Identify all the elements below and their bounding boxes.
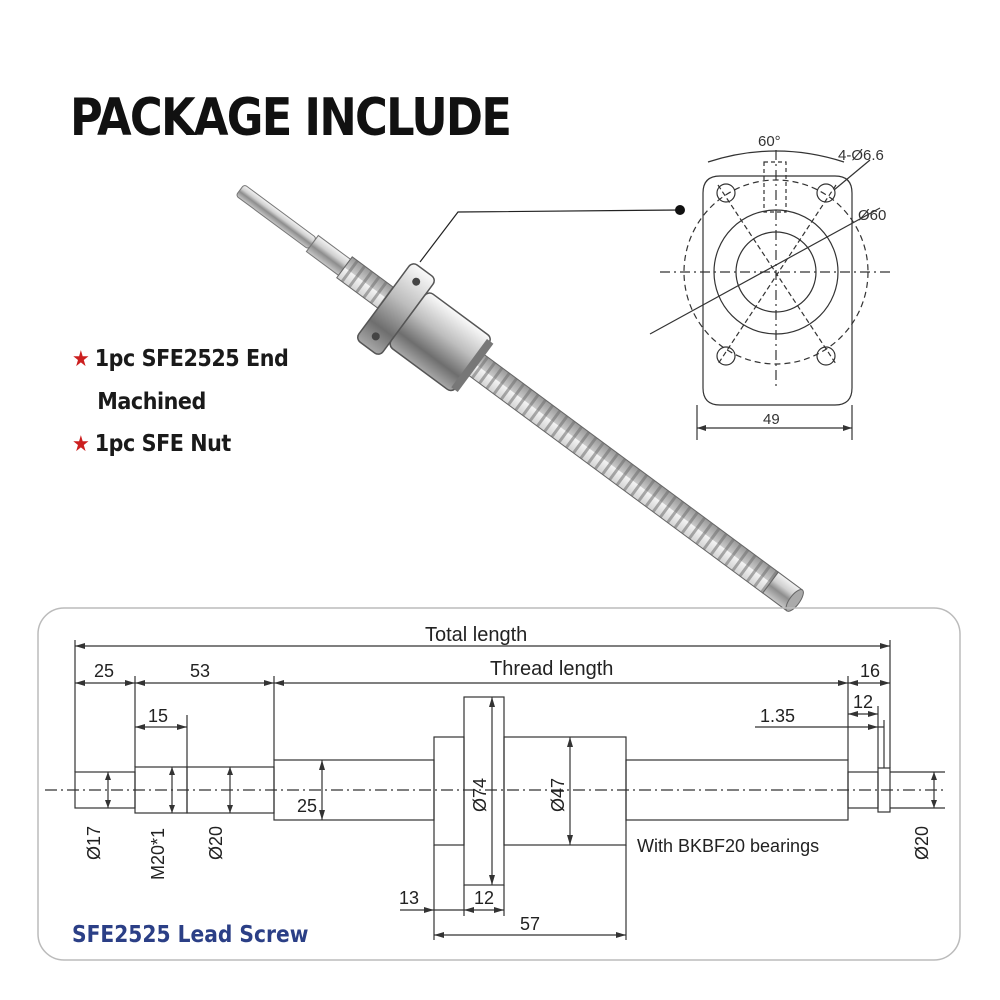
package-item-text-cont: Machined xyxy=(97,389,206,415)
bearing-note: With BKBF20 bearings xyxy=(637,836,819,856)
package-item-text: 1pc SFE2525 End xyxy=(94,346,289,372)
dim-15-label: 15 xyxy=(148,706,168,726)
dim-16-label: 16 xyxy=(860,661,880,681)
dim-d20-left-label: Ø20 xyxy=(206,826,226,860)
dim-12-bottom-label: 12 xyxy=(474,888,494,908)
page-title: PACKAGE INCLUDE xyxy=(70,88,512,148)
package-item-nut: ★1pc SFE Nut xyxy=(72,423,324,466)
star-icon: ★ xyxy=(72,347,90,372)
flange-pcd-label: Ø60 xyxy=(858,207,886,224)
dim-m20-label: M20*1 xyxy=(148,828,168,880)
dim-d17-label: Ø17 xyxy=(84,826,104,860)
ball-nut xyxy=(357,263,494,393)
dim-13-label: 13 xyxy=(399,888,419,908)
dim-25-dia-label: 25 xyxy=(297,796,317,816)
dim-25-label: 25 xyxy=(94,661,114,681)
package-item-text: 1pc SFE Nut xyxy=(94,431,232,457)
star-icon: ★ xyxy=(72,432,90,457)
dim-57-label: 57 xyxy=(520,914,540,934)
flange-angle-label: 60° xyxy=(758,133,781,150)
package-list: ★1pc SFE2525 End Machined ★1pc SFE Nut xyxy=(72,338,352,466)
thread-length-label: Thread length xyxy=(490,658,613,680)
flange-width-label: 49 xyxy=(763,411,780,428)
dim-1-35-label: 1.35 xyxy=(760,706,795,726)
dim-53-label: 53 xyxy=(190,661,210,681)
ball-screw-illustration xyxy=(236,185,804,612)
dim-d20-right-label: Ø20 xyxy=(912,826,932,860)
dim-d47-label: Ø47 xyxy=(548,778,568,812)
total-length-label: Total length xyxy=(425,624,527,646)
dim-d74-label: Ø74 xyxy=(470,778,490,812)
package-item-screw: ★1pc SFE2525 End Machined xyxy=(72,338,324,423)
flange-holes-label: 4-Ø6.6 xyxy=(838,147,884,164)
callout-line xyxy=(419,205,685,263)
dim-12-top-label: 12 xyxy=(853,692,873,712)
drawing-caption: SFE2525 Lead Screw xyxy=(72,922,309,948)
